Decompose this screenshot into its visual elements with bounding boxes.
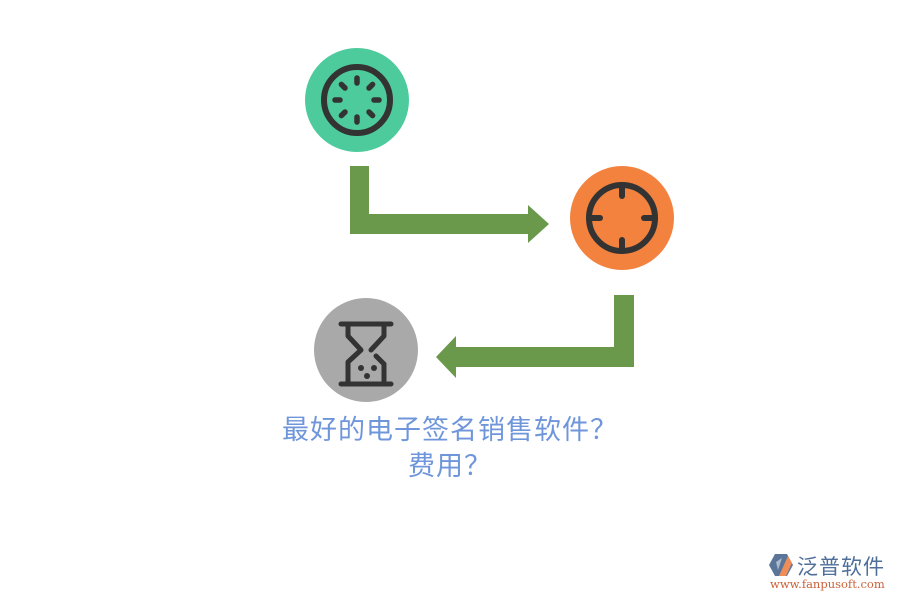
caption-line-1: 最好的电子签名销售软件？ (282, 415, 618, 446)
brand-name: 泛普软件 (797, 555, 885, 579)
step-node-target (570, 166, 674, 270)
hourglass-icon (338, 321, 394, 387)
crosshair-target-icon (586, 182, 658, 254)
brand-logo-icon (769, 554, 793, 576)
arrow-node2-to-node3 (436, 295, 634, 378)
loading-spinner-icon (321, 64, 393, 136)
arrow-node1-to-node2 (350, 166, 549, 243)
brand-watermark: 泛普软件 www.fanpusoft.com (768, 551, 896, 596)
diagram-caption: 最好的电子签名销售软件？ 费用？ (0, 413, 900, 485)
brand-url: www.fanpusoft.com (770, 577, 885, 591)
caption-line-2: 费用？ (408, 451, 492, 482)
step-node-wait (314, 298, 418, 402)
step-node-start (305, 48, 409, 152)
